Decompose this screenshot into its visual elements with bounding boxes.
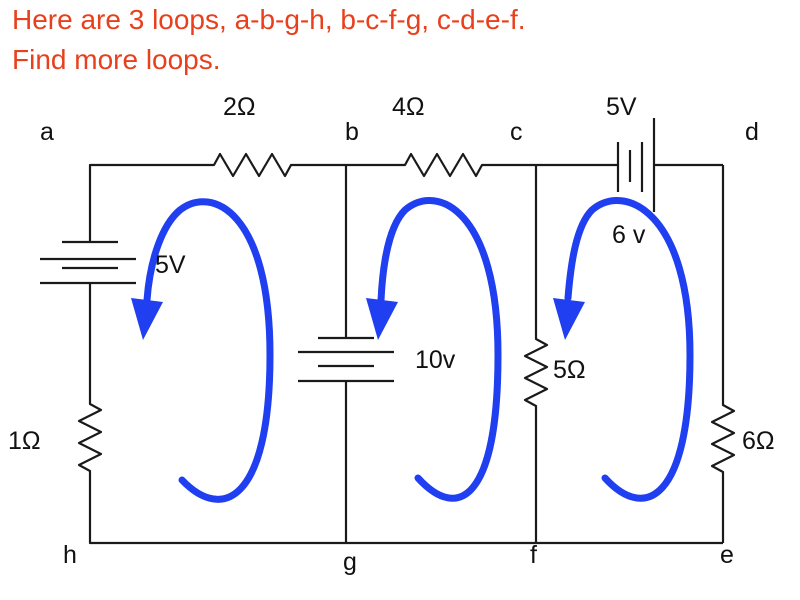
title-line-2: Find more loops. bbox=[12, 44, 221, 75]
label-r-cf: 5Ω bbox=[553, 356, 586, 384]
loop-arrow-bcfg bbox=[377, 197, 502, 502]
label-battery-cd-bottom: 6 v bbox=[612, 221, 646, 249]
wire-top bbox=[88, 152, 618, 242]
loop-arrowhead-abgh bbox=[131, 298, 163, 340]
node-h: h bbox=[63, 541, 77, 569]
node-c: c bbox=[510, 118, 523, 146]
node-g: g bbox=[343, 548, 357, 576]
label-r-de: 6Ω bbox=[742, 427, 775, 455]
label-r-ah: 1Ω bbox=[8, 427, 41, 455]
label-r-bc: 4Ω bbox=[392, 93, 425, 121]
node-e: e bbox=[720, 541, 734, 569]
battery-bg bbox=[298, 336, 394, 383]
wire-de bbox=[710, 165, 736, 543]
label-battery-ah: 5V bbox=[155, 251, 186, 279]
node-b: b bbox=[345, 118, 359, 146]
loop-arrowhead-bcfg bbox=[366, 298, 398, 340]
wire-cf bbox=[523, 165, 549, 543]
battery-ah bbox=[40, 240, 136, 285]
node-d: d bbox=[745, 118, 759, 146]
battery-cd bbox=[616, 118, 656, 212]
node-f: f bbox=[530, 541, 537, 569]
label-r-ab: 2Ω bbox=[223, 93, 256, 121]
loop-arrow-cdef bbox=[564, 197, 694, 502]
loop-arrowhead-cdef bbox=[553, 298, 585, 340]
title-line-1: Here are 3 loops, a-b-g-h, b-c-f-g, c-d-… bbox=[12, 4, 526, 35]
label-battery-cd-top: 5V bbox=[606, 93, 637, 121]
wire-left bbox=[77, 283, 723, 545]
loop-arrow-abgh bbox=[143, 198, 274, 503]
node-a: a bbox=[40, 118, 54, 146]
label-battery-bg: 10v bbox=[415, 346, 456, 374]
